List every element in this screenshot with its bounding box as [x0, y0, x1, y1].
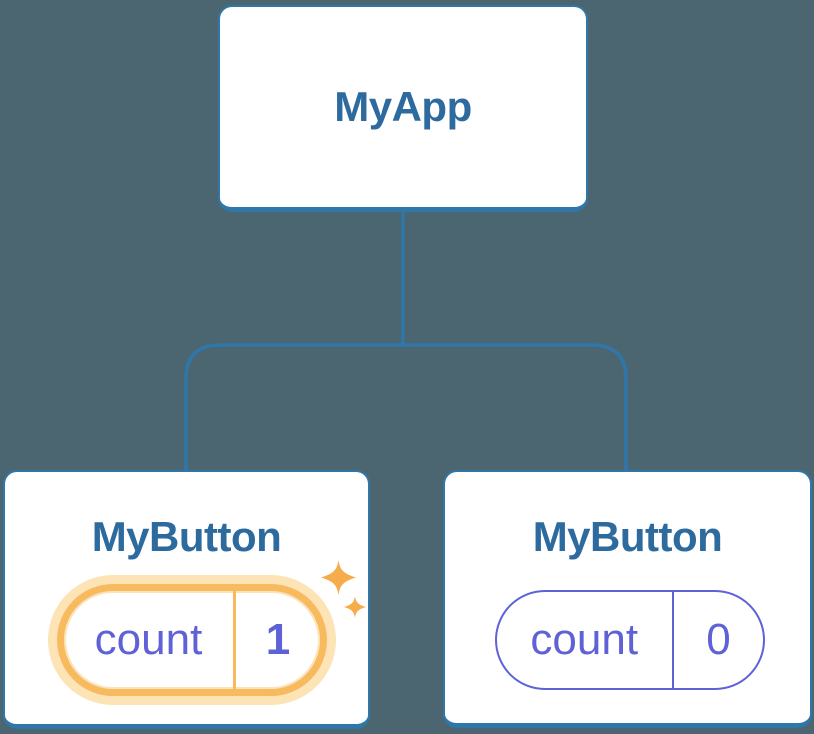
state-pill-highlighted: count 1 [57, 584, 327, 696]
state-value: 1 [265, 615, 291, 664]
sparkle-icon-large [321, 560, 356, 595]
state-key-label: count [530, 615, 639, 664]
node-myapp: MyApp [218, 5, 588, 212]
node-mybutton-idle-label: MyButton [532, 513, 723, 560]
node-mybutton-updated-label: MyButton [91, 513, 282, 560]
state-key-label: count [94, 615, 203, 664]
pill-divider [233, 591, 236, 689]
state-value: 0 [706, 615, 731, 664]
pill-divider [671, 592, 674, 688]
state-pill-plain: count 0 [495, 590, 765, 690]
sparkle-icon-small [344, 596, 366, 618]
node-myapp-label: MyApp [334, 83, 472, 130]
node-mybutton-updated: MyButton count 1 [3, 470, 370, 729]
edge-branch [184, 343, 628, 472]
node-mybutton-idle: MyButton count 0 [443, 470, 812, 728]
